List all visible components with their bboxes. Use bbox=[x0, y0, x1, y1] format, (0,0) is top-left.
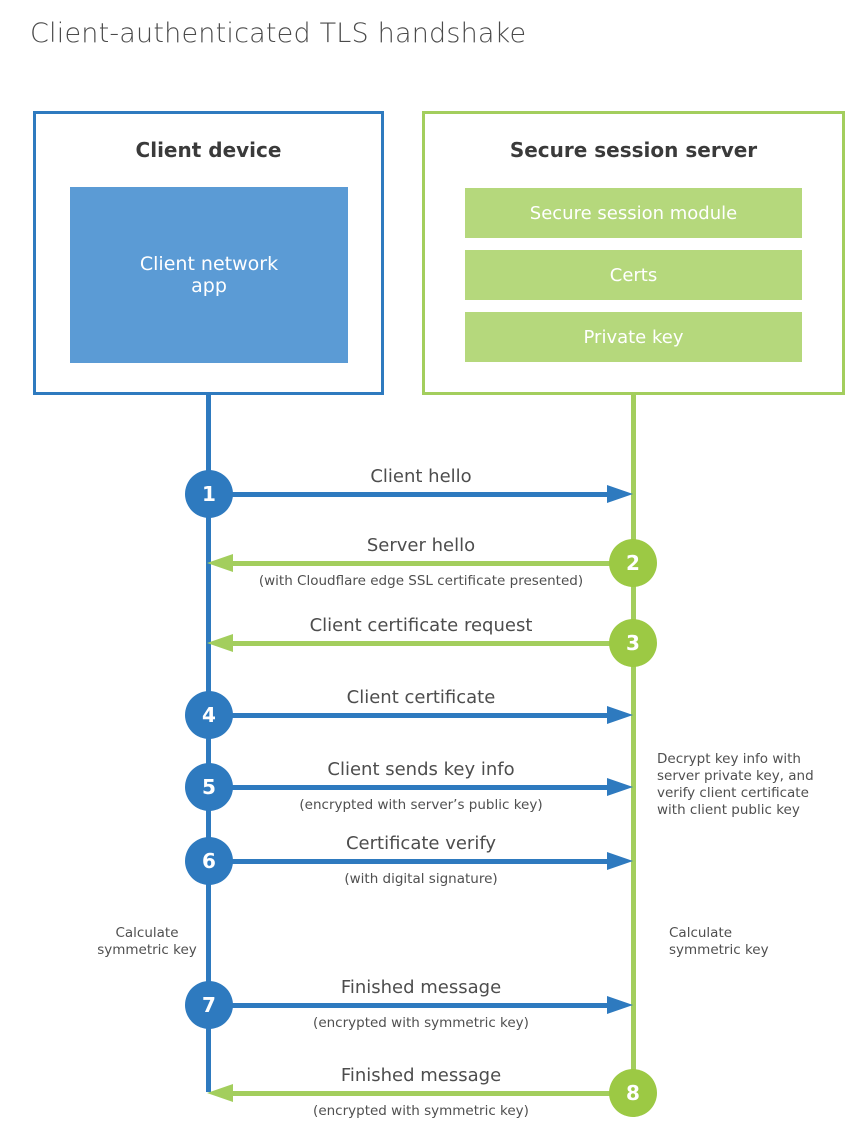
decrypt-key-info-note: Decrypt key info with server private key… bbox=[657, 751, 814, 818]
arrowhead-right-icon bbox=[607, 706, 633, 724]
client-network-app-label: Client network app bbox=[139, 253, 279, 297]
arrowhead-left-icon bbox=[207, 1084, 233, 1102]
arrowhead-right-icon bbox=[607, 778, 633, 796]
step-2-circle: 2 bbox=[609, 539, 657, 587]
message-2-label: Server hello bbox=[366, 535, 476, 556]
server-module-certs: Certs bbox=[465, 250, 802, 300]
arrowhead-left-icon bbox=[207, 554, 233, 572]
arrowhead-right-icon bbox=[607, 852, 633, 870]
message-4-arrow-shaft bbox=[209, 713, 611, 718]
message-7-arrow-shaft bbox=[209, 1003, 611, 1008]
message-1-label: Client hello bbox=[370, 466, 472, 487]
message-8-subtext: (encrypted with symmetric key) bbox=[313, 1103, 529, 1119]
step-number: 1 bbox=[202, 482, 216, 506]
message-5-label: Client sends key info bbox=[327, 759, 515, 780]
arrowhead-right-icon bbox=[607, 996, 633, 1014]
step-8-circle: 8 bbox=[609, 1069, 657, 1117]
step-3-circle: 3 bbox=[609, 619, 657, 667]
arrowhead-right-icon bbox=[607, 485, 633, 503]
message-8-arrow-shaft bbox=[229, 1091, 633, 1096]
message-1-arrow-shaft bbox=[209, 492, 611, 497]
message-3-label: Client certificate request bbox=[309, 615, 533, 636]
step-6-circle: 6 bbox=[185, 837, 233, 885]
message-7-label: Finished message bbox=[340, 977, 502, 998]
calculate-symmetric-key-client-note: Calculate symmetric key bbox=[97, 925, 197, 958]
step-4-circle: 4 bbox=[185, 691, 233, 739]
message-7-subtext: (encrypted with symmetric key) bbox=[313, 1015, 529, 1031]
message-5-arrow-shaft bbox=[209, 785, 611, 790]
step-number: 7 bbox=[202, 993, 216, 1017]
step-number: 2 bbox=[626, 551, 640, 575]
step-number: 3 bbox=[626, 631, 640, 655]
message-2-arrow-shaft bbox=[229, 561, 633, 566]
server-module-private-key: Private key bbox=[465, 312, 802, 362]
secure-session-server-box: Secure session server Secure session mod… bbox=[422, 111, 845, 395]
message-6-subtext: (with digital signature) bbox=[344, 871, 498, 887]
message-6-label: Certificate verify bbox=[345, 833, 497, 854]
server-module-label: Secure session module bbox=[529, 202, 738, 224]
client-network-app-box: Client network app bbox=[70, 187, 348, 363]
step-7-circle: 7 bbox=[185, 981, 233, 1029]
message-3-arrow-shaft bbox=[229, 641, 633, 646]
server-module-label: Certs bbox=[609, 264, 658, 286]
step-5-circle: 5 bbox=[185, 763, 233, 811]
message-2-subtext: (with Cloudflare edge SSL certificate pr… bbox=[258, 573, 584, 589]
message-5-subtext: (encrypted with server’s public key) bbox=[299, 797, 543, 813]
message-4-label: Client certificate bbox=[346, 687, 496, 708]
message-6-arrow-shaft bbox=[209, 859, 611, 864]
secure-session-server-title: Secure session server bbox=[509, 138, 758, 162]
page-title: Client-authenticated TLS handshake bbox=[30, 18, 527, 49]
step-number: 4 bbox=[202, 703, 216, 727]
step-1-circle: 1 bbox=[185, 470, 233, 518]
step-number: 8 bbox=[626, 1081, 640, 1105]
client-device-title: Client device bbox=[135, 138, 282, 162]
server-module-label: Private key bbox=[583, 326, 684, 348]
arrowhead-left-icon bbox=[207, 634, 233, 652]
client-lifeline bbox=[206, 393, 211, 1092]
server-module-secure-session-module: Secure session module bbox=[465, 188, 802, 238]
client-device-box: Client device Client network app bbox=[33, 111, 384, 395]
step-number: 6 bbox=[202, 849, 216, 873]
calculate-symmetric-key-server-note: Calculate symmetric key bbox=[669, 925, 769, 958]
server-lifeline bbox=[631, 393, 636, 1093]
step-number: 5 bbox=[202, 775, 216, 799]
message-8-label: Finished message bbox=[340, 1065, 502, 1086]
